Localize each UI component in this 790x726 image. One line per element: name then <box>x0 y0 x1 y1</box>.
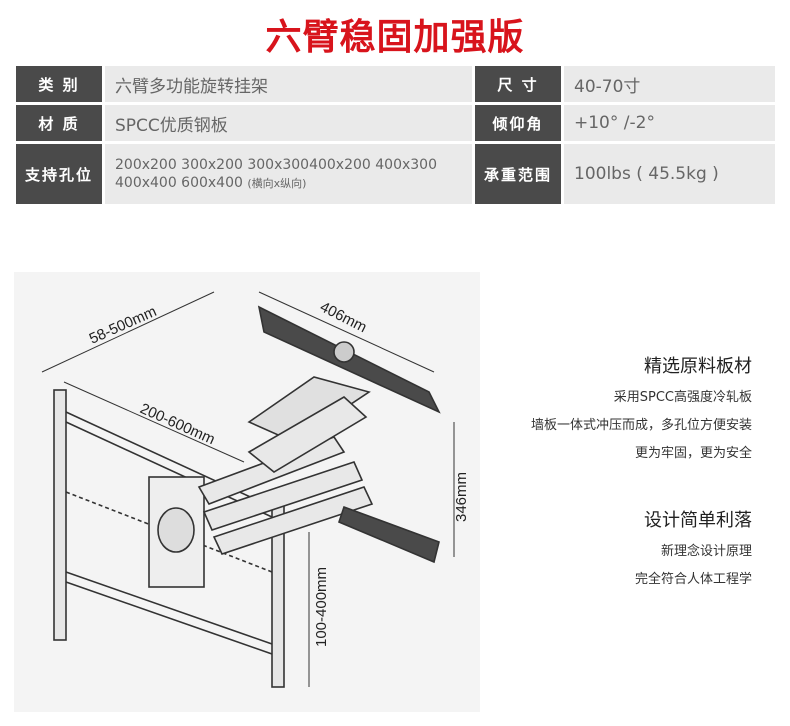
spec-label-material: 材 质 <box>16 105 102 141</box>
holes-line-2: 400x400 600x400 (横向x纵向) <box>115 174 306 193</box>
dim-arm-extension: 58-500mm <box>87 303 159 348</box>
spec-value-tilt: +10° /-2° <box>564 105 775 141</box>
spec-table: 类 别 六臂多功能旋转挂架 尺 寸 40-70寸 材 质 SPCC优质钢板 倾仰… <box>16 66 775 204</box>
feature-material: 精选原料板材 采用SPCC高强度冷轧板 墙板一体式冲压而成，多孔位方便安装 更为… <box>531 352 752 468</box>
spec-label-load: 承重范围 <box>475 144 561 204</box>
spec-label-holes: 支持孔位 <box>16 144 102 204</box>
feature-material-line-2: 墙板一体式冲压而成，多孔位方便安装 <box>530 418 752 433</box>
holes-line-1: 200x200 300x200 300x300400x200 400x300 <box>115 156 437 173</box>
wall-plate-left-rail <box>53 389 67 641</box>
page-title: 六臂稳固加强版 <box>265 17 525 58</box>
holes-note: (横向x纵向) <box>247 176 307 190</box>
spec-value-size: 40-70寸 <box>564 66 775 102</box>
spec-label-category: 类 别 <box>16 66 102 102</box>
spec-value-load: 100lbs ( 45.5kg ) <box>564 144 775 204</box>
tv-plate-bottom <box>338 505 440 564</box>
feature-design-line-2: 完全符合人体工程学 <box>634 572 752 587</box>
feature-design: 设计简单利落 新理念设计原理 完全符合人体工程学 <box>635 506 752 594</box>
spec-row-holes: 支持孔位 200x200 300x200 300x300400x200 400x… <box>16 144 775 204</box>
dim-vertical-spacing: 100-400mm <box>313 567 330 647</box>
feature-material-line-3: 更为牢固，更为安全 <box>634 446 752 461</box>
spec-value-category: 六臂多功能旋转挂架 <box>105 66 472 102</box>
spec-row-category: 类 别 六臂多功能旋转挂架 尺 寸 40-70寸 <box>16 66 775 102</box>
mount-diagram: 58-500mm 406mm 200-600mm 346mm 100-400mm <box>14 272 480 712</box>
dim-horizontal-spacing: 200-600mm <box>137 400 217 448</box>
spec-label-size: 尺 寸 <box>475 66 561 102</box>
spec-label-tilt: 倾仰角 <box>475 105 561 141</box>
spec-value-holes: 200x200 300x200 300x300400x200 400x300 4… <box>105 144 472 204</box>
spec-value-material: SPCC优质钢板 <box>105 105 472 141</box>
feature-design-line-1: 新理念设计原理 <box>660 544 752 559</box>
feature-design-heading: 设计简单利落 <box>644 510 752 531</box>
holes-line-2-text: 400x400 600x400 <box>115 174 243 191</box>
mount-drawing: 58-500mm 406mm 200-600mm 346mm 100-400mm <box>41 291 470 688</box>
spec-row-material: 材 质 SPCC优质钢板 倾仰角 +10° /-2° <box>16 105 775 141</box>
feature-material-line-1: 采用SPCC高强度冷轧板 <box>613 390 752 405</box>
dim-plate-height: 346mm <box>453 472 470 522</box>
feature-material-heading: 精选原料板材 <box>644 356 752 377</box>
